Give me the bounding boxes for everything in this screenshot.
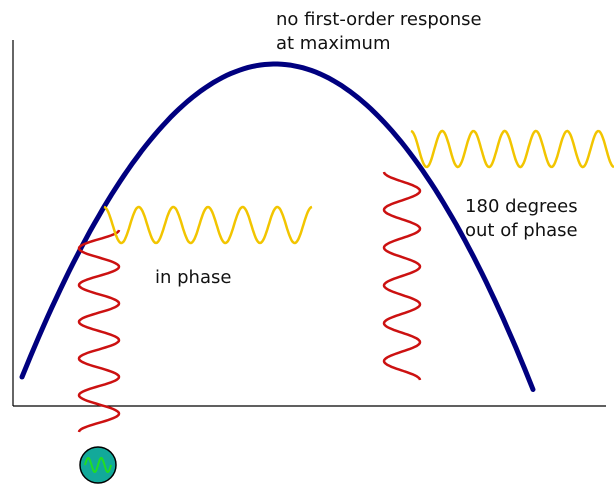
response-wave-out-of-phase — [410, 129, 614, 169]
response-wave-in-phase — [103, 205, 313, 245]
label-maximum: no first-order response at maximum — [276, 9, 482, 54]
label-in-phase: in phase — [155, 267, 232, 288]
label-out-of-phase: 180 degrees out of phase — [465, 196, 578, 241]
drive-wave-left — [77, 229, 121, 433]
ac-source-icon — [79, 446, 117, 484]
drive-wave-right — [382, 171, 422, 381]
response-curve — [19, 61, 536, 392]
